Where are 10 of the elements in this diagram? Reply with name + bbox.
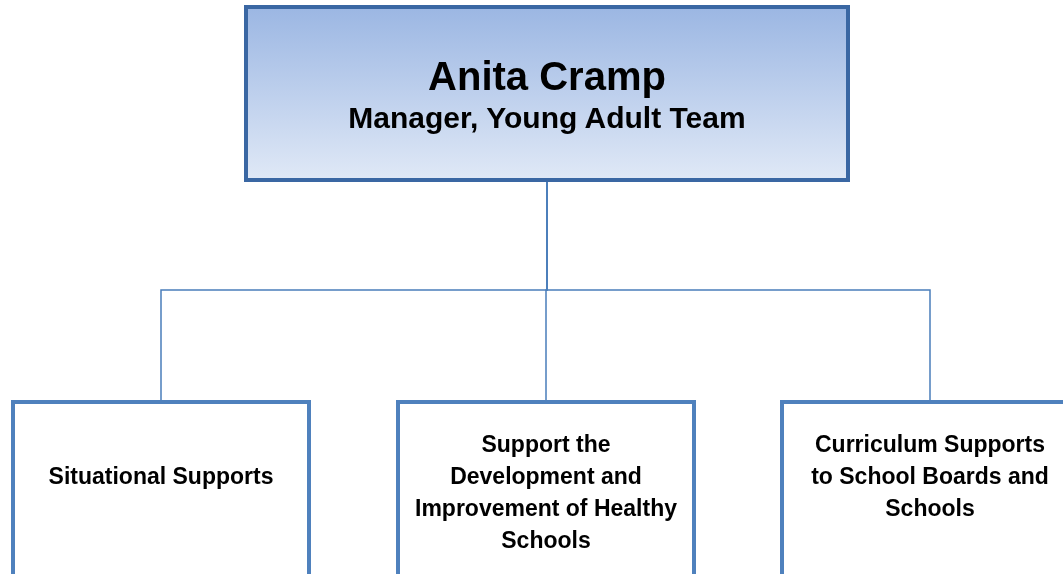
role-text: Manager, Young Adult Team <box>348 99 746 136</box>
team-text: Curriculum Supports to School Boards and Schools <box>810 430 1050 523</box>
team-text: Situational Supports <box>48 462 274 491</box>
team-box <box>396 400 696 574</box>
manager-box <box>244 5 850 182</box>
name-text: Anita Cramp <box>428 52 666 100</box>
team-box <box>11 400 311 574</box>
team-text: Support the Development and Improvement of Healthy Schools <box>414 430 678 555</box>
connector-line <box>546 181 931 401</box>
team-box <box>780 400 1063 574</box>
